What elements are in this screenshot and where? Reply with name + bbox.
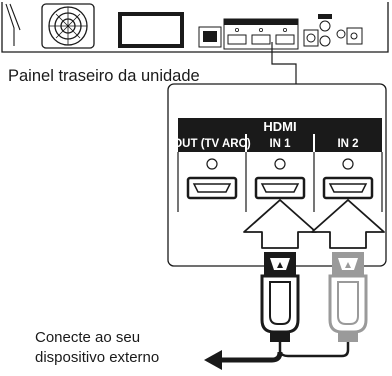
left-arrow-icon: [204, 350, 222, 370]
hdmi-port-icon: [322, 176, 374, 200]
hdmi-port-icon: [254, 176, 306, 200]
port-indicator-in2: [342, 158, 354, 170]
port-label-out-tv-arc: OUT (TV ARC): [173, 138, 251, 150]
panel-caption: Painel traseiro da unidade: [8, 67, 200, 85]
port-indicator-in1: [274, 158, 286, 170]
fan-icon: [41, 3, 95, 49]
instruction-line-2: dispositivo externo: [35, 349, 160, 366]
hdmi-plug-icon: [260, 252, 300, 342]
instruction-line-1: Conecte ao seu: [35, 329, 141, 346]
rear-panel: [1, 2, 389, 53]
hdmi-port-group: [177, 118, 383, 212]
port-indicator-out: [206, 158, 218, 170]
port-indicators: [206, 158, 354, 170]
port-label-in-1: IN 1: [269, 138, 291, 150]
up-arrow-icon: [311, 199, 385, 249]
cable-line: [278, 342, 350, 358]
hdmi-plug-icon: [328, 252, 368, 342]
hdmi-group-title: HDMI: [263, 119, 296, 134]
port-label-in-2: IN 2: [337, 138, 358, 150]
hdmi-port-icon: [186, 176, 238, 200]
cable-line: [220, 351, 283, 363]
callout-pointer: [271, 42, 297, 84]
